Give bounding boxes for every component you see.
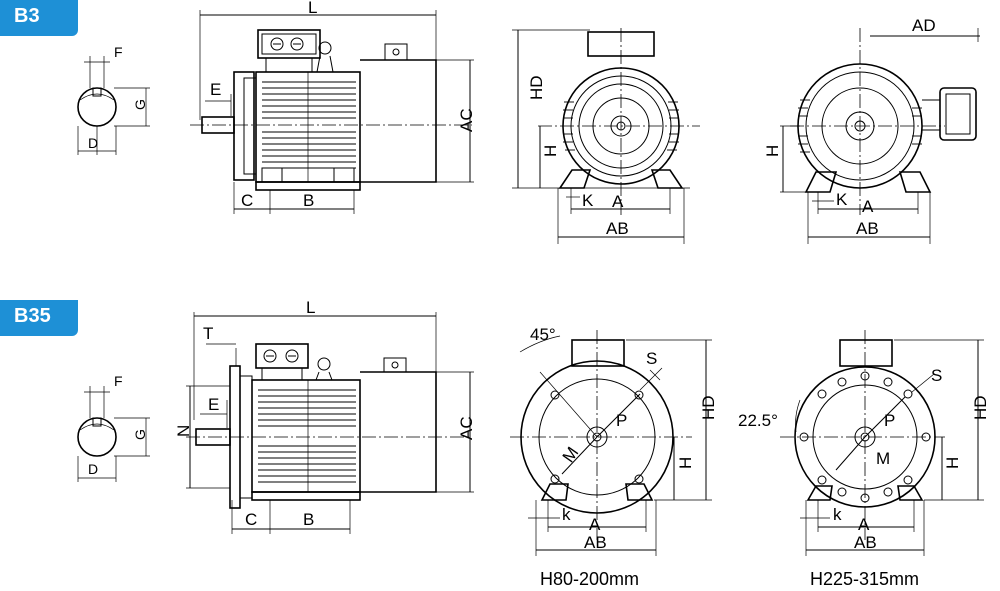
b35-small-label-h: H: [676, 457, 695, 469]
b35-label-c: C: [245, 510, 257, 529]
b35-small-label-ab: AB: [584, 533, 607, 552]
badge-b3: B3: [0, 0, 78, 36]
b3-label-d: D: [88, 135, 98, 151]
b3-front-label-h: H: [541, 145, 560, 157]
b3-label-l: L: [308, 0, 317, 17]
b35-small-label-hd: HD: [699, 395, 718, 420]
b35-label-l: L: [306, 298, 315, 317]
b35-large-label-h: H: [943, 457, 962, 469]
b35-front-view-large: P M 22.5° S HD H A AB k: [738, 330, 990, 556]
b3-large-label-ab: AB: [856, 219, 879, 238]
b3-label-ac: AC: [457, 108, 476, 132]
b35-front-view-small: P M 45° S HD H A AB k: [510, 325, 718, 556]
b35-large-label-s: S: [931, 366, 942, 385]
caption-h225-315: H225-315mm: [810, 569, 920, 589]
b3-front-label-a: A: [612, 192, 624, 211]
b35-large-label-p: P: [884, 411, 895, 430]
b3-label-c: C: [241, 191, 253, 210]
b35-label-b: B: [303, 510, 314, 529]
b3-front-label-hd: HD: [527, 75, 546, 100]
b3-large-label-a: A: [862, 197, 874, 216]
b35-large-label-ab: AB: [854, 533, 877, 552]
b3-front-label-k: K: [582, 191, 594, 210]
b35-shaft-section: F D G: [77, 373, 150, 482]
b3-large-label-ad: AD: [912, 16, 936, 35]
b35-label-t: T: [203, 324, 213, 343]
b35-label-f: F: [114, 373, 123, 389]
b35-small-label-45: 45°: [530, 325, 556, 344]
b35-large-label-m: M: [876, 449, 890, 468]
b35-small-label-s: S: [646, 349, 657, 368]
b35-small-label-p: P: [616, 411, 627, 430]
b35-label-d: D: [88, 461, 98, 477]
b3-front-label-ab: AB: [606, 219, 629, 238]
b35-small-label-m: M: [559, 443, 583, 466]
b35-small-label-k: k: [562, 505, 571, 524]
b3-large-label-h: H: [763, 145, 782, 157]
caption-h80-200: H80-200mm: [540, 569, 640, 589]
b3-label-g: G: [132, 99, 148, 110]
b35-label-g: G: [132, 429, 148, 440]
b35-label-e: E: [208, 395, 219, 414]
b3-label-b: B: [303, 191, 314, 210]
b35-large-label-k: k: [833, 505, 842, 524]
b35-side-view: L T: [174, 298, 476, 534]
b3-shaft-section: F D G: [77, 44, 150, 155]
b3-side-view: L: [190, 0, 476, 214]
badge-b3-label: B3: [14, 5, 40, 27]
b3-label-e: E: [210, 80, 221, 99]
b35-small-label-a: A: [589, 515, 601, 534]
b35-label-ac: AC: [457, 416, 476, 440]
b35-label-n: N: [174, 425, 193, 437]
b3-large-label-k: K: [836, 190, 848, 209]
badge-b35: B35: [0, 300, 78, 336]
b3-front-view-large: AD H: [763, 16, 980, 244]
badge-b35-label: B35: [14, 305, 51, 327]
b35-large-label-a: A: [858, 515, 870, 534]
b3-label-f: F: [114, 44, 123, 60]
b35-large-label-22: 22.5°: [738, 411, 778, 430]
b3-front-view: HD H: [512, 28, 700, 244]
b35-large-label-hd: HD: [971, 395, 990, 420]
